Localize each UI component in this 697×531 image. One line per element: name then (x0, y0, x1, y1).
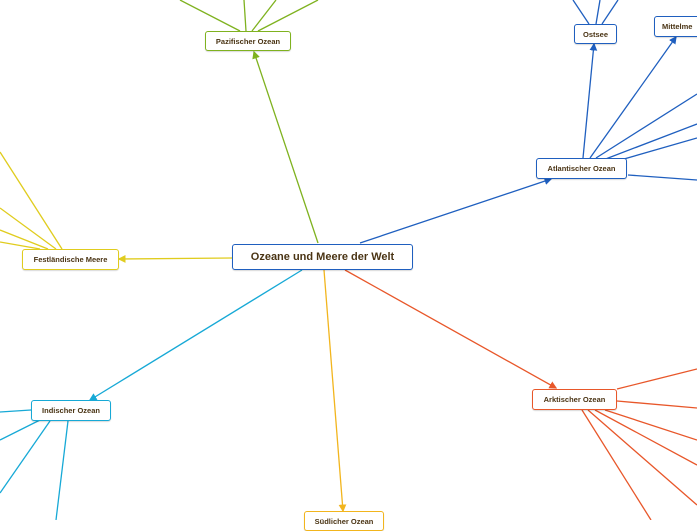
connector-arktisch (344, 269, 697, 520)
topic-label: Arktischer Ozean (543, 395, 606, 404)
topic-label: Pazifischer Ozean (215, 36, 281, 46)
topic-ostsee[interactable]: Ostsee (574, 24, 617, 44)
topic-label: Atlantischer Ozean (547, 164, 616, 173)
topic-pazifischer-ozean[interactable]: Pazifischer Ozean (205, 31, 291, 51)
connector-festlaendisch (0, 151, 233, 263)
topic-festlaendische-meere[interactable]: Festländische Meere (22, 249, 119, 270)
connector-indisch (0, 269, 303, 520)
topic-indischer-ozean[interactable]: Indischer Ozean (31, 400, 111, 421)
connector-pazifisch (179, 0, 319, 244)
topic-label: Indischer Ozean (42, 406, 100, 415)
central-topic-node[interactable]: Ozeane und Meere der Welt (232, 244, 413, 270)
topic-label: Ostsee (582, 29, 609, 39)
connector-atlantisch (359, 0, 697, 244)
topic-mittelmeer[interactable]: Mittelme (654, 16, 697, 37)
topic-label: Festländische Meere (33, 255, 108, 264)
connector-suedlich (323, 269, 347, 513)
topic-arktischer-ozean[interactable]: Arktischer Ozean (532, 389, 617, 410)
topic-atlantischer-ozean[interactable]: Atlantischer Ozean (536, 158, 627, 179)
topic-label: Mittelme (662, 22, 693, 31)
central-topic-label: Ozeane und Meere der Welt (250, 251, 395, 263)
topic-label: Südlicher Ozean (314, 517, 374, 526)
mindmap-canvas (0, 0, 697, 520)
topic-suedlicher-ozean[interactable]: Südlicher Ozean (304, 511, 384, 531)
